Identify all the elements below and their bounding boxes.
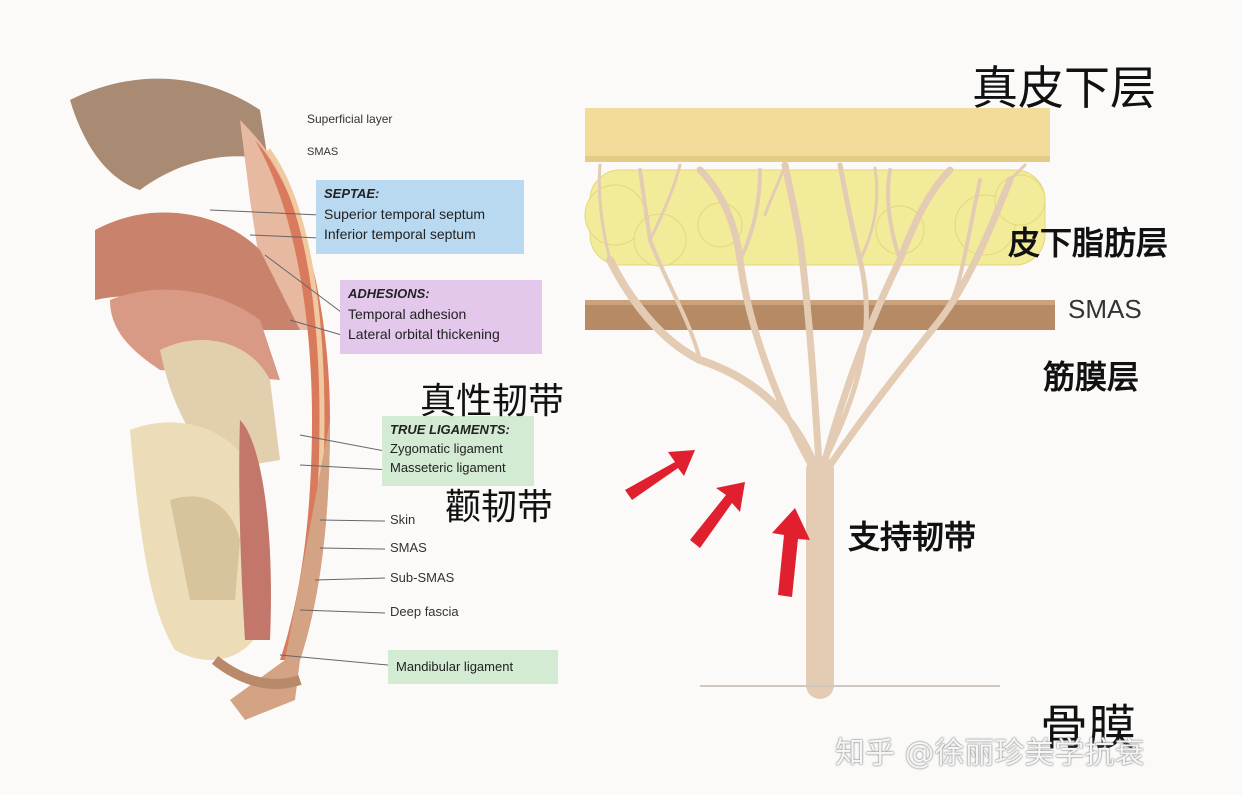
true-ligaments-item: Zygomatic ligament bbox=[390, 441, 503, 456]
smas-top-label: SMAS bbox=[307, 146, 339, 158]
true-ligaments-heading: TRUE LIGAMENTS: bbox=[390, 422, 510, 437]
fascia-label: 筋膜层 bbox=[1043, 358, 1140, 396]
smas-right-label: SMAS bbox=[1068, 294, 1142, 324]
superficial-layer-label: Superficial layer bbox=[307, 112, 393, 126]
watermark: 知乎 @徐丽珍美学抗衰 bbox=[835, 736, 1145, 771]
true-ligaments-box: TRUE LIGAMENTS: Zygomatic ligament Masse… bbox=[382, 416, 534, 486]
adhesions-box: ADHESIONS: Temporal adhesion Lateral orb… bbox=[340, 280, 542, 354]
red-arrow-1 bbox=[625, 450, 695, 500]
septae-item: Superior temporal septum bbox=[324, 206, 486, 222]
periosteum-label: 骨膜 bbox=[1040, 700, 1137, 756]
dermis-label: 真皮下层 bbox=[972, 61, 1156, 115]
mandibular-label: Mandibular ligament bbox=[396, 659, 514, 674]
septae-heading: SEPTAE: bbox=[324, 186, 380, 201]
dermis-band bbox=[585, 108, 1050, 160]
zygomatic-cn-label: 颧韧带 bbox=[445, 487, 554, 528]
red-arrows bbox=[625, 450, 810, 597]
smas-label: SMAS bbox=[390, 540, 427, 555]
ligament-tree bbox=[597, 161, 1027, 699]
adhesions-item: Lateral orbital thickening bbox=[348, 326, 500, 342]
fat-layer-label: 皮下脂肪层 bbox=[1008, 224, 1169, 262]
temporal-muscle bbox=[95, 212, 300, 330]
skin-label: Skin bbox=[390, 512, 416, 527]
deep-fascia-label: Deep fascia bbox=[390, 604, 459, 619]
adhesions-item: Temporal adhesion bbox=[348, 306, 467, 322]
true-ligaments-item: Masseteric ligament bbox=[390, 460, 506, 475]
red-arrow-2 bbox=[690, 482, 745, 548]
septae-box: SEPTAE: Superior temporal septum Inferio… bbox=[316, 180, 524, 254]
hair-shape bbox=[70, 78, 268, 190]
septae-item: Inferior temporal septum bbox=[324, 226, 476, 242]
red-arrow-3 bbox=[772, 508, 810, 597]
mandibular-box: Mandibular ligament bbox=[388, 650, 558, 684]
true-ligament-cn-label: 真性韧带 bbox=[420, 381, 565, 422]
support-ligament-label: 支持韧带 bbox=[848, 518, 977, 556]
adhesions-heading: ADHESIONS: bbox=[348, 286, 430, 301]
sub-smas-label: Sub-SMAS bbox=[390, 570, 455, 585]
